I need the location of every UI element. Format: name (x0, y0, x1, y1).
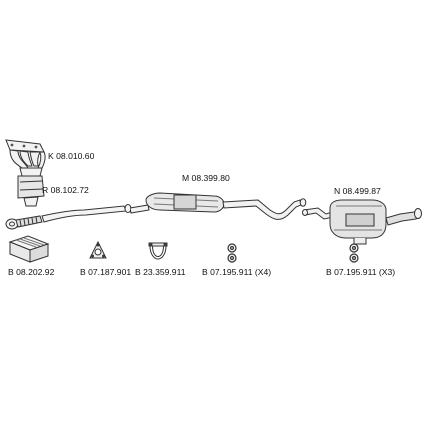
manifold-part-code: K 08.010.60 (48, 151, 95, 161)
mounting-kit-box-icon (6, 232, 52, 264)
accessory-code-clamp: B 23.359.911 (135, 267, 186, 277)
rear-silencer-icon (302, 192, 424, 248)
rear-silencer-part-code: N 08.499.87 (334, 186, 381, 196)
front-pipe-icon (0, 196, 140, 236)
accessory-code-mounting-kit: B 08.202.92 (8, 267, 55, 277)
exhaust-manifold-icon (0, 138, 56, 210)
middle-silencer-part-code: M 08.399.80 (182, 173, 230, 183)
middle-silencer-icon (130, 180, 330, 230)
accessory-code-gasket: B 07.187.901 (80, 267, 132, 277)
rubber-hanger-icon (346, 242, 362, 264)
accessory-code-hanger-x4: B 07.195.911 (X4) (202, 267, 272, 277)
front-pipe-part-code: R 08.102.72 (42, 185, 89, 195)
triangle-gasket-icon (88, 240, 108, 262)
rubber-hanger-icon (224, 242, 240, 264)
accessory-code-hanger-x3: B 07.195.911 (X3) (326, 267, 396, 277)
pipe-clamp-icon (146, 240, 170, 264)
